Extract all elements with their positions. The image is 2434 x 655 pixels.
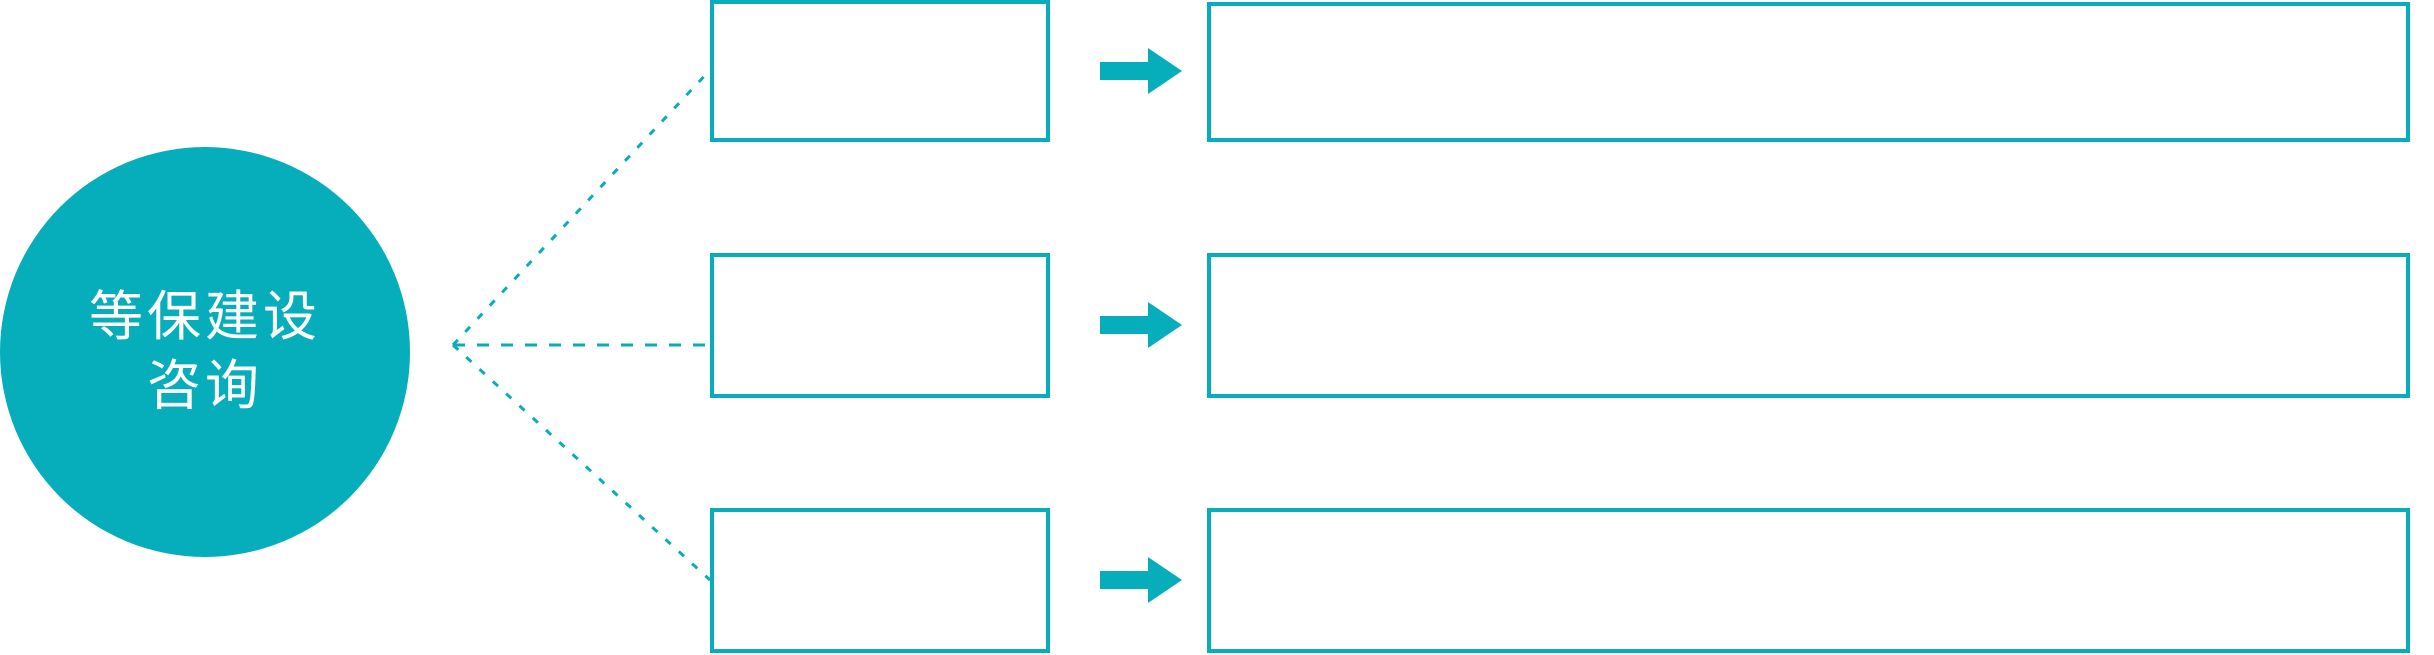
row-2-right-box[interactable]	[1207, 253, 2410, 398]
row-3-arrow-right-icon	[1100, 557, 1182, 603]
row-2-arrow-right-icon	[1100, 302, 1182, 348]
connector-line-bottom	[451, 343, 712, 582]
row-1-arrow-right-icon	[1100, 48, 1182, 94]
hub-circle[interactable]: 等保建设 咨询	[0, 147, 410, 557]
row-3-left-box[interactable]	[710, 508, 1050, 653]
hub-label-line-1: 等保建设	[89, 286, 321, 347]
row-2-left-box[interactable]	[710, 253, 1050, 398]
row-1-right-box[interactable]	[1207, 2, 2410, 142]
row-3-right-box[interactable]	[1207, 508, 2410, 653]
hub-label-line-2: 咨询	[147, 356, 263, 416]
row-1-left-box[interactable]	[710, 0, 1050, 142]
diagram-row	[0, 0, 2434, 142]
